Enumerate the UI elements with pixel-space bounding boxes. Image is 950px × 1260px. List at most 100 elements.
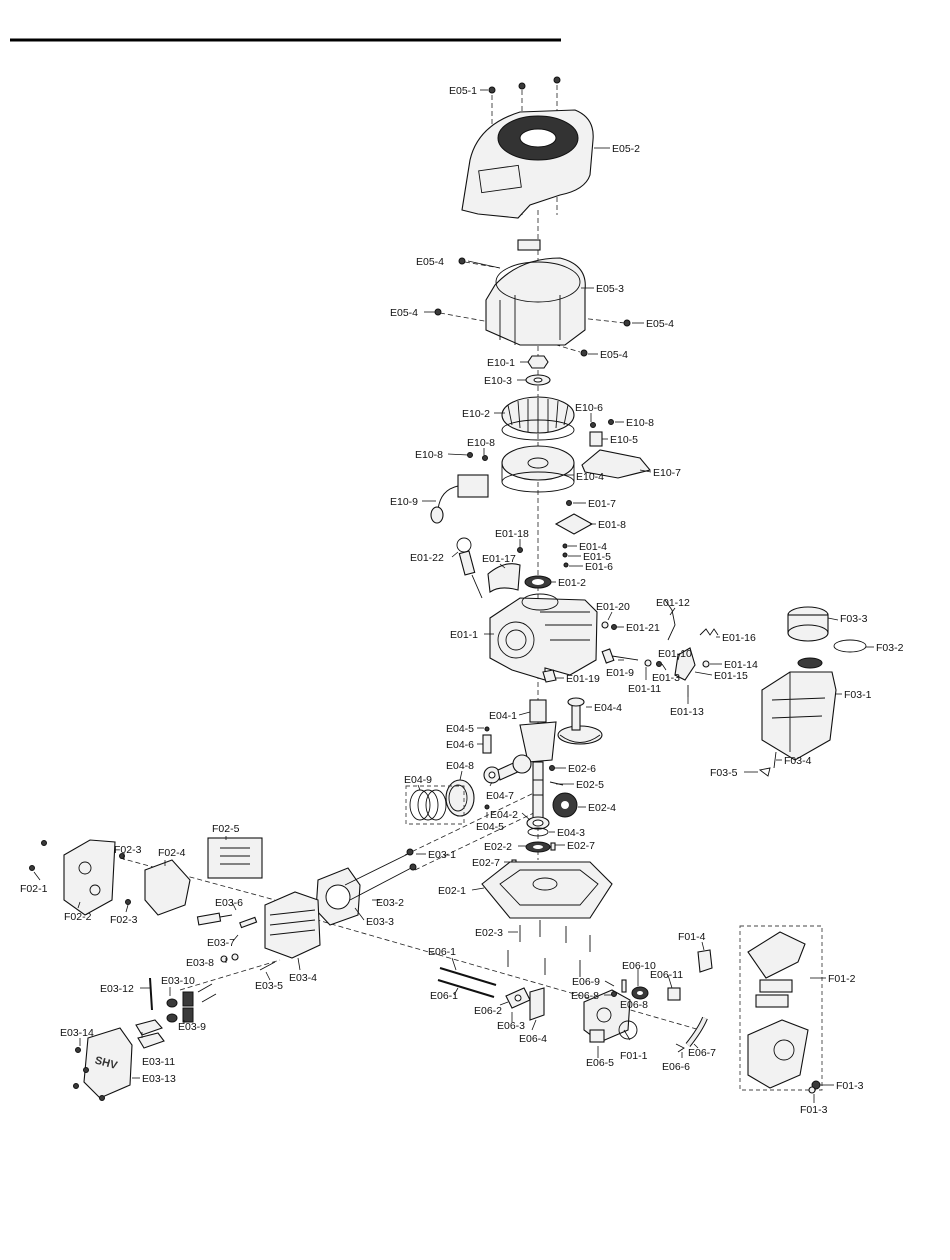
label-F01-3: F01-3 xyxy=(800,1104,828,1116)
label-E02-5: E02-5 xyxy=(576,779,604,791)
label-E03-11: E03-11 xyxy=(142,1056,175,1068)
label-F03-5: F03-5 xyxy=(710,767,738,779)
carburetor-icon xyxy=(583,989,631,1043)
label-E02-7: E02-7 xyxy=(472,857,500,869)
label-E10-8: E10-8 xyxy=(467,437,495,449)
insulator-icon xyxy=(505,987,545,1021)
label-E02-1: E02-1 xyxy=(438,885,466,897)
muffler-guard-icon xyxy=(29,839,116,916)
label-E06-9: E06-9 xyxy=(572,976,600,988)
label-E04-5: E04-5 xyxy=(476,821,504,833)
label-E10-2: E10-2 xyxy=(462,408,490,420)
label-E06-8: E06-8 xyxy=(571,990,599,1002)
label-E02-6: E02-6 xyxy=(568,763,596,775)
label-E03-2: E03-2 xyxy=(376,897,404,909)
governor-parts-icon xyxy=(542,599,719,697)
label-E10-3: E10-3 xyxy=(484,375,512,387)
sump-cover-icon xyxy=(481,861,613,919)
label-E05-4: E05-4 xyxy=(600,349,628,361)
air-filter-group xyxy=(739,925,823,1091)
label-E03-7: E03-7 xyxy=(207,937,235,949)
label-E04-4: E04-4 xyxy=(594,702,622,714)
label-F02-3: F02-3 xyxy=(114,844,142,856)
label-E06-7: E06-7 xyxy=(688,1047,716,1059)
label-E02-7: E02-7 xyxy=(567,840,595,852)
label-E06-6: E06-6 xyxy=(662,1061,690,1073)
label-E04-3: E04-3 xyxy=(557,827,585,839)
label-E01-18: E01-18 xyxy=(495,528,529,540)
muffler-icon xyxy=(119,853,191,916)
label-E04-2: E04-2 xyxy=(490,809,518,821)
seal-icon xyxy=(487,547,523,593)
label-E01-10: E01-10 xyxy=(658,648,692,660)
label-E10-1: E10-1 xyxy=(487,357,515,369)
piston-icon xyxy=(445,779,475,817)
label-E03-5: E03-5 xyxy=(255,980,283,992)
label-F03-4: F03-4 xyxy=(784,755,812,767)
label-E06-3: E06-3 xyxy=(497,1020,525,1032)
gasket-icon xyxy=(797,639,867,669)
recoil-starter-icon xyxy=(485,239,586,346)
pushrod-icon xyxy=(149,977,153,1011)
label-E06-11: E06-11 xyxy=(650,969,683,981)
label-E01-13: E01-13 xyxy=(670,706,704,718)
bolt-icon xyxy=(507,920,591,977)
label-E01-21: E01-21 xyxy=(626,622,660,634)
flywheel-icon xyxy=(501,445,575,493)
label-F03-1: F03-1 xyxy=(844,689,872,701)
label-F01-3: F01-3 xyxy=(836,1080,864,1092)
blower-housing-icon xyxy=(461,109,594,219)
heat-shield-icon xyxy=(207,837,263,879)
label-E01-11: E01-11 xyxy=(628,683,661,695)
label-E01-22: E01-22 xyxy=(410,552,444,564)
label-E05-4: E05-4 xyxy=(646,318,674,330)
label-E01-8: E01-8 xyxy=(598,519,626,531)
leader-lines xyxy=(33,89,874,1103)
label-F02-2: F02-2 xyxy=(64,911,92,923)
label-E01-6: E01-6 xyxy=(585,561,613,573)
label-E03-8: E03-8 xyxy=(186,957,214,969)
label-E01-15: E01-15 xyxy=(714,670,748,682)
label-F02-3: F02-3 xyxy=(110,914,138,926)
label-E10-6: E10-6 xyxy=(575,402,603,414)
label-E01-1: E01-1 xyxy=(450,629,478,641)
label-E01-4: E01-4 xyxy=(579,541,607,553)
label-E04-6: E04-6 xyxy=(446,739,474,751)
label-F01-4: F01-4 xyxy=(678,931,706,943)
screw-icon xyxy=(488,76,561,94)
crankshaft-icon xyxy=(519,699,557,823)
label-E05-2: E05-2 xyxy=(612,143,640,155)
rocker-arm-icon xyxy=(135,1019,165,1049)
bearing-icon xyxy=(511,816,556,868)
nut-icon xyxy=(808,1080,821,1094)
label-E06-5: E06-5 xyxy=(586,1057,614,1069)
fuel-line-icon xyxy=(675,949,713,1053)
fuel-fitting-icon xyxy=(758,751,777,777)
ignition-bracket-icon xyxy=(467,419,651,479)
dipstick-icon xyxy=(456,537,483,599)
head-bolt-icon xyxy=(344,848,417,901)
label-F02-5: F02-5 xyxy=(212,823,240,835)
label-E10-9: E10-9 xyxy=(390,496,418,508)
fuel-tank-icon xyxy=(761,671,837,761)
label-E02-4: E02-4 xyxy=(588,802,616,814)
label-E02-2: E02-2 xyxy=(484,841,512,853)
label-E01-19: E01-19 xyxy=(566,673,600,685)
valve-parts-icon xyxy=(166,916,276,1023)
label-E10-7: E10-7 xyxy=(653,467,681,479)
label-E10-8: E10-8 xyxy=(415,449,443,461)
label-E10-8: E10-8 xyxy=(626,417,654,429)
label-E03-3: E03-3 xyxy=(366,916,394,928)
label-F03-2: F03-2 xyxy=(876,642,904,654)
camshaft-icon xyxy=(557,697,603,745)
label-E05-4: E05-4 xyxy=(416,256,444,268)
label-E04-1: E04-1 xyxy=(489,710,517,722)
label-E10-5: E10-5 xyxy=(610,434,638,446)
label-F02-4: F02-4 xyxy=(158,847,186,859)
label-E01-9: E01-9 xyxy=(606,667,634,679)
cover-plate-icon xyxy=(554,500,594,568)
label-F01-1: F01-1 xyxy=(620,1050,648,1062)
label-E03-13: E03-13 xyxy=(142,1073,176,1085)
label-E01-3: E01-3 xyxy=(652,672,680,684)
